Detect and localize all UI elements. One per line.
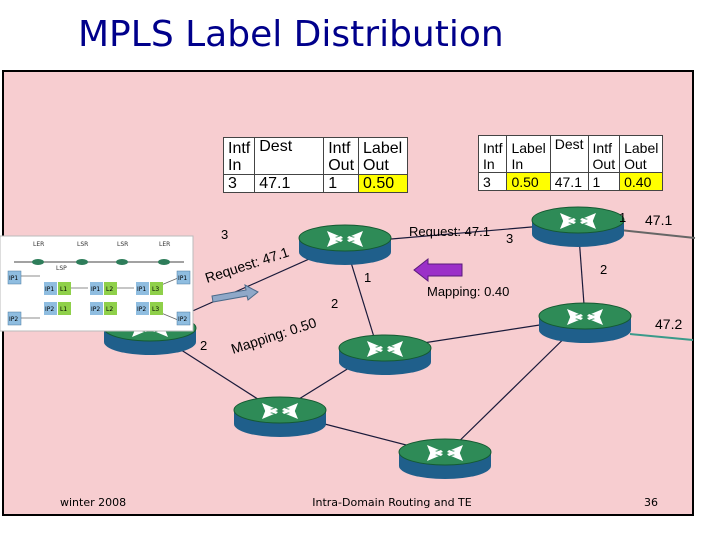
request-arrow-top [426, 236, 484, 256]
t2-cell-label-in: 0.50 [506, 172, 551, 191]
port-label-2-left: 2 [200, 338, 208, 353]
router-bottom [398, 438, 492, 480]
router-top-right [531, 206, 625, 248]
footer-center: Intra-Domain Routing and TE [312, 496, 472, 509]
inset-cell-5: L3 [152, 286, 159, 293]
t2-cell-intf-in: 3 [477, 172, 508, 191]
mapping-arrow-top [413, 257, 463, 283]
port-label-3-left: 3 [221, 227, 229, 242]
request-label-diag: Request: 47.1 [203, 244, 291, 286]
inset-label-2: LSR [117, 241, 128, 248]
port-label-1-top: 1 [619, 210, 627, 225]
router-lower-left [233, 396, 327, 438]
inset-cell-11: L3 [152, 306, 159, 313]
t2-header-intf-in: Intf In [477, 135, 508, 173]
footer-left: winter 2008 [60, 496, 127, 509]
inset-end-0: IP1 [9, 275, 18, 282]
t2-header-label-in: Label In [506, 135, 551, 173]
t1-header-dest: Dest [254, 137, 325, 175]
t2-cell-label-out: 0.40 [619, 172, 664, 191]
page-title: MPLS Label Distribution [78, 14, 504, 55]
port-label-3-mid: 3 [506, 231, 514, 246]
inset-cell-0: IP1 [45, 286, 54, 293]
inset-cell-1: L1 [60, 286, 67, 293]
inset-cell-3: L2 [106, 286, 113, 293]
t2-cell-intf-out: 1 [587, 172, 621, 191]
t1-header-intf-out: Intf Out [323, 137, 360, 175]
inset-end-2: IP1 [178, 275, 187, 282]
port-label-2-right: 2 [600, 262, 608, 277]
router-right [538, 302, 632, 344]
t2-cell-dest: 47.1 [549, 172, 589, 191]
inset-cell-8: IP2 [91, 306, 100, 313]
t2-header-intf-out: Intf Out [587, 135, 621, 173]
request-label-top: Request: 47.1 [409, 224, 490, 239]
port-label-1-mid: 1 [364, 270, 372, 285]
inset-cell-2: IP1 [91, 286, 100, 293]
label-table-right: Intf In Label In Dest Intf Out Label Out… [477, 135, 664, 191]
inset-cell-7: L1 [60, 306, 67, 313]
router-top-mid [298, 224, 392, 266]
inset-lsp-label: LSP [56, 265, 67, 272]
t1-cell-intf-in: 3 [222, 174, 256, 193]
t1-cell-label-out: 0.50 [358, 174, 409, 193]
t1-cell-dest: 47.1 [254, 174, 325, 193]
inset-label-3: LER [159, 241, 170, 248]
t2-header-dest: Dest [549, 135, 589, 173]
router-center [338, 334, 432, 376]
inset-label-0: LER [33, 241, 44, 248]
footer-right: 36 [644, 496, 658, 509]
inset-end-3: IP2 [178, 316, 187, 323]
inset-label-1: LSR [77, 241, 88, 248]
inset-cell-9: L2 [106, 306, 113, 313]
dest-label-top: 47.1 [645, 212, 673, 228]
t1-header-label-out: Label Out [358, 137, 409, 175]
t1-cell-intf-out: 1 [323, 174, 360, 193]
inset-cell-4: IP1 [137, 286, 146, 293]
mapping-label-diag: Mapping: 0.50 [229, 314, 319, 357]
request-arrow-diag [211, 284, 259, 303]
mapping-label-top: Mapping: 0.40 [427, 284, 510, 299]
t2-header-label-out: Label Out [619, 135, 664, 173]
inset-cell-10: IP2 [137, 306, 146, 313]
t1-header-intf-in: Intf In [222, 137, 256, 175]
dest-label-bottom: 47.2 [655, 316, 683, 332]
label-table-left: Intf In Dest Intf Out Label Out 3 47.1 1… [222, 137, 409, 193]
port-label-2-mid: 2 [331, 296, 339, 311]
inset-end-1: IP2 [9, 316, 18, 323]
inset-cell-6: IP2 [45, 306, 54, 313]
lsp-inset: LER LSR LSR LER LSP IP1 IP2 IP1 IP2 IP1 [0, 235, 194, 332]
